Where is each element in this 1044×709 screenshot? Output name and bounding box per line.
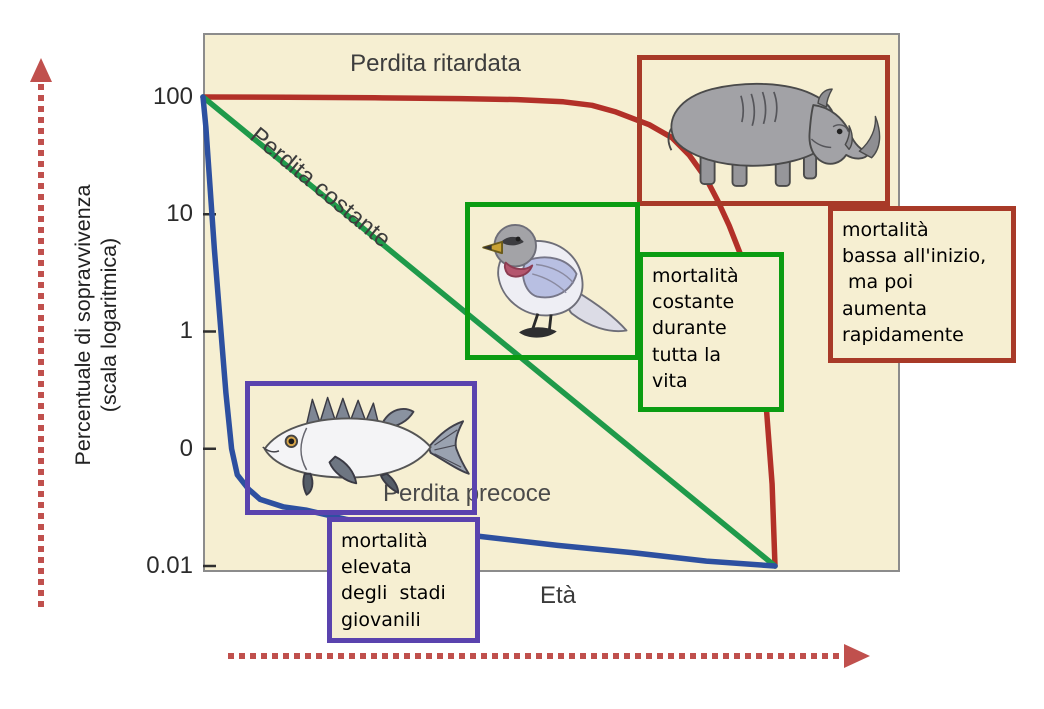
curve-label-perdita-ritardata: Perdita ritardata — [350, 50, 521, 77]
bird-image — [482, 223, 628, 338]
fish-image-box — [245, 381, 477, 515]
bird-image-box — [465, 202, 640, 360]
y-tick-0: 0 — [179, 435, 193, 462]
x-axis-arrow-icon — [228, 644, 870, 668]
annotation-perdita-precoce: mortalità elevata degli stadi giovanili — [327, 517, 480, 643]
y-axis-label-line1: Percentuale di sopravvivenza — [71, 184, 96, 466]
annotation-perdita-costante: mortalità costante durante tutta la vita — [638, 252, 784, 412]
rhino-image-box — [637, 55, 890, 206]
annotation-perdita-ritardata: mortalità bassa all'inizio, ma poi aumen… — [828, 206, 1016, 363]
y-axis-arrow-icon — [30, 58, 52, 614]
fish-image — [262, 396, 470, 496]
y-tick-10: 10 — [166, 200, 193, 227]
x-axis-arrow-shaft — [228, 653, 842, 659]
y-axis-label-line2: (scala logaritmica) — [97, 237, 121, 413]
y-axis-label: Percentuale di sopravvivenza (scala loga… — [71, 100, 123, 550]
y-axis-arrowhead-icon — [30, 58, 52, 82]
rhino-image — [667, 82, 881, 187]
x-axis-arrowhead-icon — [844, 644, 870, 668]
y-axis-arrow-shaft — [38, 84, 44, 612]
x-axis-label: Età — [539, 582, 577, 609]
y-tick-1: 1 — [179, 317, 193, 344]
y-tick-001: 0.01 — [146, 552, 193, 579]
y-tick-100: 100 — [152, 83, 193, 110]
